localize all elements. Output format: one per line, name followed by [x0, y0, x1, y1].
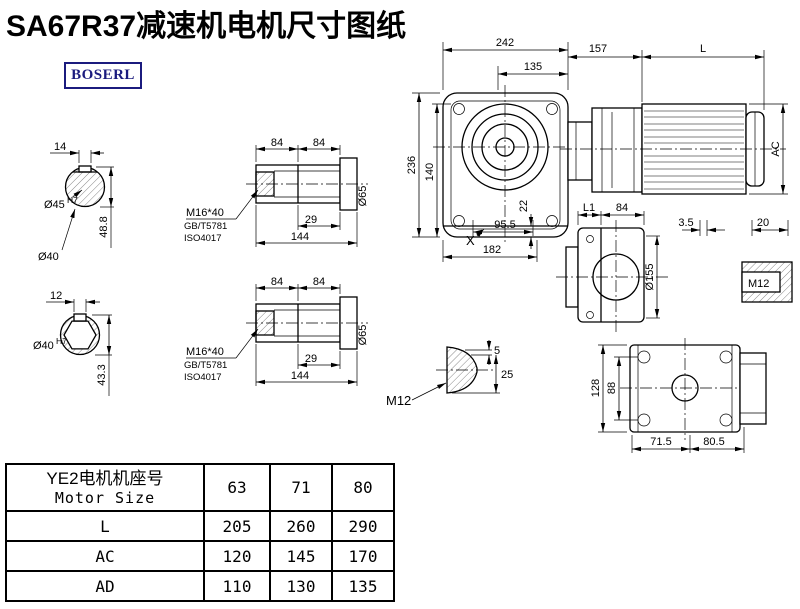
view-front-gearmotor: 242 135 157 L 236 140 22 95.5 182	[406, 37, 788, 262]
dim-bore-tol-2: H7	[56, 336, 67, 346]
dim-bottom-height: 128	[590, 379, 602, 397]
table-header-row: YE2电机机座号 Motor Size 63 71 80	[5, 463, 395, 512]
view-shaft-end-detail: 5 25 M12	[386, 340, 513, 408]
label-std2-2: ISO4017	[184, 372, 222, 383]
frame-size-71: 71	[269, 463, 333, 512]
value-L-71: 260	[269, 510, 333, 542]
dim-section-height-2: 43.3	[96, 364, 108, 385]
label-std2-1: ISO4017	[184, 233, 222, 244]
dim-len-motor: L	[700, 43, 706, 55]
dim-flange-dia: Ø155	[644, 264, 656, 291]
table-header-motor-size: YE2电机机座号 Motor Size	[5, 463, 205, 512]
dim-width-total: 242	[496, 37, 514, 49]
dim-key-height: 5	[494, 345, 500, 357]
view-hollow-shaft-1: 84 84 M16*40 GB/T5781 ISO4017 29 144 Ø65	[184, 137, 369, 247]
dim-len-b-2: 84	[313, 276, 325, 288]
dim-bore-2: Ø40	[33, 340, 54, 352]
dim-bottom-inner: 88	[606, 382, 618, 394]
value-AC-80: 170	[331, 540, 395, 572]
dim-foot-height: 22	[518, 200, 530, 212]
dim-height-total: 236	[406, 156, 418, 174]
brand-logo: BOSERL	[64, 62, 142, 89]
label-screw-2: M16*40	[186, 346, 224, 358]
table-row-L: L 205 260 290	[5, 510, 395, 542]
value-AC-71: 145	[269, 540, 333, 572]
dim-20: 20	[757, 217, 769, 229]
value-L-80: 290	[331, 510, 395, 542]
dim-base-a: 95.5	[494, 219, 515, 231]
frame-size-80: 80	[331, 463, 395, 512]
dim-len-a-1: 84	[271, 137, 283, 149]
value-L-63: 205	[203, 510, 271, 542]
frame-size-63: 63	[203, 463, 271, 512]
dim-width-flange: 135	[524, 61, 542, 73]
dim-len-adapter: 157	[589, 43, 607, 55]
label-m12-side: M12	[748, 278, 769, 290]
dim-base-80-5: 80.5	[703, 436, 724, 448]
label-std1-1: GB/T5781	[184, 221, 227, 232]
view-thread-detail: 3.5 20 M12	[678, 217, 793, 303]
dim-key-len: 25	[501, 369, 513, 381]
motor-size-table: YE2电机机座号 Motor Size 63 71 80 L 205 260 2…	[5, 463, 395, 602]
view-bore-section-2: 12 Ø40 H7 43.3	[33, 290, 112, 396]
dim-key-width-1: 14	[54, 141, 66, 153]
dim-height-center: 140	[424, 163, 436, 181]
datum-x-label: X	[466, 233, 475, 248]
dim-key-width-2: 12	[50, 290, 62, 302]
dim-len-a-2: 84	[271, 276, 283, 288]
table-row-AD: AD 110 130 135	[5, 570, 395, 602]
label-std1-2: GB/T5781	[184, 360, 227, 371]
value-AD-80: 135	[331, 570, 395, 602]
view-side-gearbox: L1 84 Ø155	[556, 202, 668, 332]
dim-l1: L1	[583, 202, 595, 214]
table-header-cn: YE2电机机座号	[46, 468, 164, 488]
dim-84-side: 84	[616, 202, 628, 214]
view-bottom-gearbox: 128 88 71.5 80.5	[590, 338, 767, 453]
label-screw-1: M16*40	[186, 207, 224, 219]
dim-bore-1: Ø45	[44, 199, 65, 211]
dim-outer-dia-1: Ø40	[38, 251, 59, 263]
dim-3-5: 3.5	[678, 217, 693, 229]
view-bore-section-1: 14 Ø45 H7 48.8 Ø40	[38, 141, 114, 263]
dim-len-total-1: 144	[291, 231, 309, 243]
dim-len-c-1: 29	[305, 214, 317, 226]
dim-base-b: 182	[483, 244, 501, 256]
value-AC-63: 120	[203, 540, 271, 572]
value-AD-63: 110	[203, 570, 271, 602]
view-hollow-shaft-2: 84 84 M16*40 GB/T5781 ISO4017 29 144 Ø65	[184, 276, 369, 386]
table-header-en: Motor Size	[54, 489, 156, 508]
dim-base-71-5: 71.5	[650, 436, 671, 448]
row-label-AD: AD	[5, 570, 205, 602]
row-label-L: L	[5, 510, 205, 542]
dim-dia-2: Ø65	[357, 325, 369, 346]
label-m12-key: M12	[386, 393, 411, 408]
dim-bore-tol-1: H7	[67, 195, 78, 205]
dim-len-total-2: 144	[291, 370, 309, 382]
table-row-AC: AC 120 145 170	[5, 540, 395, 572]
dim-motor-dia: AC	[770, 141, 782, 156]
dim-len-b-1: 84	[313, 137, 325, 149]
row-label-AC: AC	[5, 540, 205, 572]
value-AD-71: 130	[269, 570, 333, 602]
dim-section-height-1: 48.8	[98, 216, 110, 237]
dim-dia-1: Ø65	[357, 186, 369, 207]
page-title: SA67R37减速机电机尺寸图纸	[6, 10, 407, 43]
dim-len-c-2: 29	[305, 353, 317, 365]
